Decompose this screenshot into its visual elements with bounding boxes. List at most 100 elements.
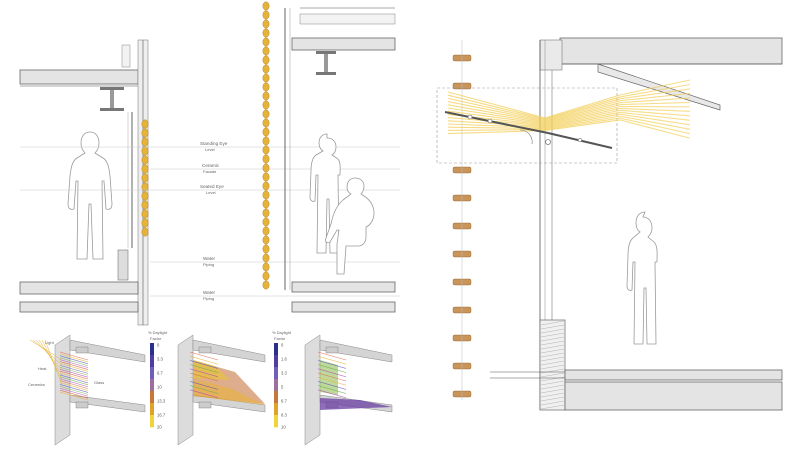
hatch-line [540,320,565,326]
ceramic-tile [262,10,270,20]
section-b [262,1,396,313]
colorbar-segment [274,367,278,380]
incoming-light [44,339,63,386]
ray-line [59,370,89,380]
light-ray [619,92,691,102]
colorbar-segment [150,391,154,404]
legend-tick-label: 0 [281,343,284,348]
colorbar-segment [274,355,278,368]
slab-bottom-b [291,281,396,293]
ceramic-tile [141,146,149,156]
detail-panel-1: Light Heat Ceramics Glass [28,334,146,446]
hatch-line [540,332,565,338]
hatch-line [540,356,565,362]
label-standing-eye: Standing Eye [200,141,228,146]
ceramic-tile [262,37,270,47]
legend-2: % Daylight Factor 01.63.356.78.310 [272,330,292,430]
legend-tick-label: 1.6 [281,357,287,362]
hatch-line [540,388,565,394]
ray-line [189,376,219,386]
ray-line [189,381,219,390]
ceramic-tile [262,262,270,272]
standing-person-c [626,211,658,345]
hatch-line [540,396,565,402]
steel-beam-b [316,51,336,75]
louver-upper [444,111,549,134]
slab-floor-c [564,369,783,381]
light-ray [447,94,546,120]
hatch-line [540,340,565,346]
label-water-piping-2-sub: Piping [203,296,214,301]
ray-line [59,351,89,361]
ceramic-tile [141,128,149,138]
ray-line [59,366,89,376]
ray-line [59,386,89,395]
hatch-line [540,372,565,378]
ray-line [317,372,347,382]
ceramic-tile [262,208,270,218]
label-glass: Glass [94,380,104,385]
ceramic-tile [141,200,149,210]
ceramic-tile [141,137,149,147]
legend-tick-label: 3.3 [157,357,163,362]
colorbar-segment [274,391,278,404]
ray-line [317,389,347,399]
ceramic-tile [262,73,270,83]
light-ray [447,101,546,122]
hatch-line [540,360,565,366]
ceramic-tile [141,182,149,192]
light-ray [544,109,621,127]
ceramic-tile [262,64,270,74]
light-ray [619,88,691,100]
incoming-light [41,339,63,381]
legend-tick-label: 16.7 [157,413,166,418]
ceramic-tile [262,136,270,146]
section-a [19,39,400,326]
ceramic-tile [262,244,270,254]
light-ray [544,105,621,125]
legend-tick-label: 10 [281,425,286,430]
label-water-piping-2: Water [203,290,216,295]
legend-tick-label: 3.3 [281,371,287,376]
ceramic-tile [262,181,270,191]
colorbar-segment [274,415,278,428]
light-ray [544,107,621,126]
hatch-line [540,392,565,398]
light-ray [544,117,621,131]
legend-2-colorbar [274,343,278,428]
colorbar-segment [150,355,154,368]
light-ray [619,79,691,96]
light-ray [544,98,621,121]
louver-lower [545,132,613,149]
incoming-light [29,339,63,361]
ray-line [189,389,219,399]
ceramic-tile [141,218,149,228]
ceramic-tile [262,19,270,29]
colorbar-segment [150,379,154,392]
ceramic-tile [262,100,270,110]
ray-line [317,376,347,386]
legend-2-title: % Daylight [272,330,292,335]
steel-beam-a [100,87,124,111]
detail-callout-box [436,87,618,164]
ceramic-tile [262,55,270,65]
ceramic-tile [141,155,149,165]
light-ray [619,119,691,139]
ceramic-tile [262,118,270,128]
hatch-line [540,376,565,382]
ceramic-tile [262,190,270,200]
label-water-piping-1-sub: Piping [203,262,214,267]
legend-1-title: % Daylight [148,330,168,335]
light-ray [447,91,546,119]
ray-line [59,378,89,388]
light-ray [619,101,691,106]
legend-1-subtitle: Factor [150,336,162,341]
ray-line [59,380,89,389]
ray-line [189,368,219,378]
colorbar-segment [274,403,278,416]
hatch-line [540,368,565,374]
legend-tick-label: 6.7 [157,371,163,376]
hatch-line [540,400,565,406]
ceramic-tile [262,199,270,209]
light-ray [447,104,546,123]
